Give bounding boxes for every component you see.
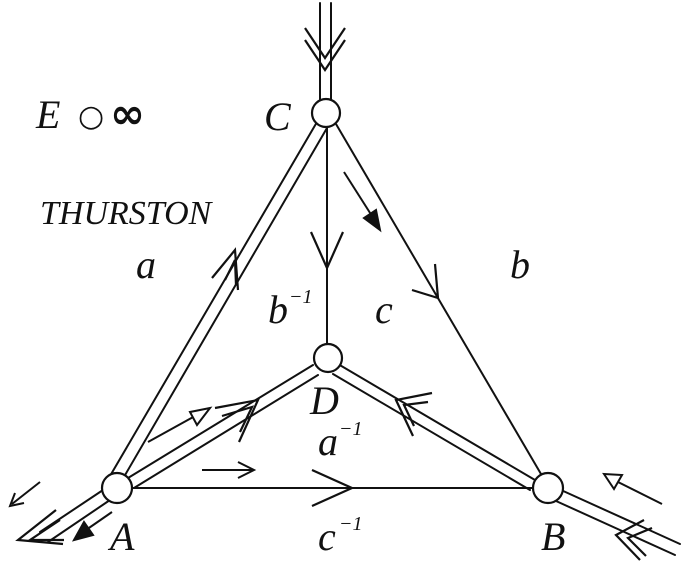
vertex-c-node	[310, 97, 342, 129]
flow-arrow-a-exit-icon	[71, 511, 113, 542]
vertex-b-node	[531, 471, 565, 505]
edge-b-inverse-label: b −1	[268, 286, 313, 332]
arrow-a-exit-icon	[15, 509, 64, 546]
edge-a	[109, 121, 328, 483]
edge-a-inverse-exp: −1	[339, 418, 363, 440]
vertex-a-node	[100, 471, 134, 505]
edge-c-inverse-label: c −1	[318, 513, 363, 559]
edge-b-label: b	[510, 242, 530, 287]
edge-b-exit	[555, 489, 681, 556]
edge-d-b	[332, 363, 536, 491]
title-circle-symbol: ○	[78, 99, 104, 134]
vertex-b-label: B	[541, 514, 565, 559]
arrow-edge-b-icon	[411, 263, 440, 300]
edge-b-inverse-base: b	[268, 287, 288, 332]
edge-a-label: a	[136, 242, 156, 287]
arrow-b-exit-icon	[614, 519, 645, 561]
vertex-c-label: C	[264, 94, 292, 139]
edge-c-inverse-exp: −1	[339, 513, 363, 535]
vertex-a-label: A	[107, 514, 135, 559]
edge-a-inverse-base: a	[318, 419, 338, 464]
edge-a-inverse-label: a −1	[318, 418, 363, 464]
arrow-edge-b-inverse-icon	[309, 231, 345, 271]
arrow-edge-a-icon	[211, 247, 240, 291]
flow-arrow-a-b-icon	[202, 461, 257, 479]
flow-arrow-c-icon	[343, 171, 382, 233]
edge-b-inverse-exp: −1	[289, 286, 313, 308]
flow-arrow-a-d-icon	[147, 406, 213, 443]
arrow-edge-d-b-icon	[394, 391, 433, 437]
edge-c-inverse-base: c	[318, 514, 336, 559]
flow-arrow-b-icon	[602, 472, 663, 505]
arrow-edge-c-inverse-icon	[311, 468, 355, 508]
title-thurston: THURSTON	[40, 195, 214, 232]
vertex-d-label: D	[309, 378, 339, 423]
edge-a-exit	[39, 489, 111, 543]
arrow-top-entry-icon	[304, 27, 346, 72]
title-infinity-symbol: ∞	[110, 89, 145, 138]
vertex-d-node	[312, 342, 344, 374]
title-letter: E	[35, 92, 60, 137]
arrow-edge-a-inverse-icon	[214, 398, 260, 443]
edge-a-inverse	[127, 364, 319, 489]
flow-arrow-left-icon	[8, 481, 41, 508]
edge-c-label: c	[375, 287, 393, 332]
